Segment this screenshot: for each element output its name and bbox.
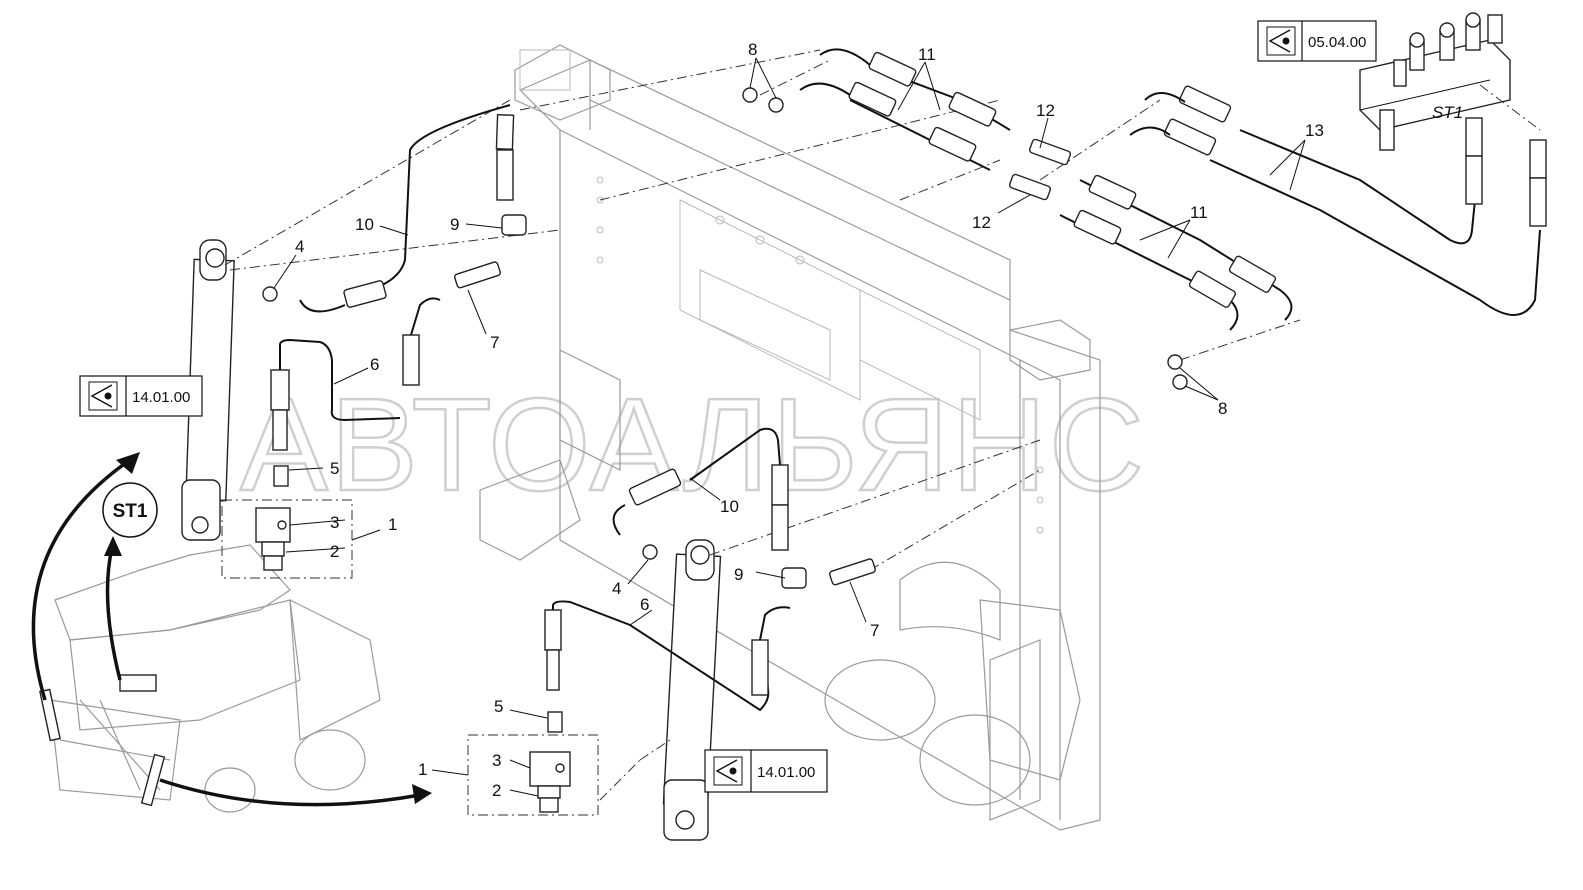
view-ref-14-01-00-left[interactable]: 14.01.00 — [79, 375, 203, 417]
label-9-upper: 9 — [450, 215, 459, 234]
label-3-lower: 3 — [492, 751, 501, 770]
eye-icon — [88, 381, 118, 411]
label-1-lower: 1 — [418, 760, 427, 779]
label-3-upper: 3 — [330, 513, 339, 532]
label-2-upper: 2 — [330, 542, 339, 561]
label-4-lower: 4 — [612, 579, 621, 598]
st1-detail-marker: ST1 — [102, 482, 158, 538]
label-11-lower: 11 — [1190, 203, 1208, 222]
label-2-lower: 2 — [492, 781, 501, 800]
label-6-upper: 6 — [370, 355, 379, 374]
label-5-upper: 5 — [330, 459, 339, 478]
fittings — [262, 87, 1188, 589]
cylinder-right — [662, 539, 722, 841]
svg-text:ST1: ST1 — [113, 501, 148, 522]
valve-assembly-lower — [467, 711, 599, 816]
view-ref-label: 14.01.00 — [757, 764, 815, 781]
label-1-upper: 1 — [388, 515, 397, 534]
label-7-lower: 7 — [870, 621, 879, 640]
svg-text:ST1: ST1 — [1432, 103, 1463, 122]
label-4-upper: 4 — [295, 237, 304, 256]
paver-thumbnail — [39, 544, 381, 813]
view-ref-label: 05.04.00 — [1308, 34, 1366, 51]
eye-icon — [1266, 26, 1296, 56]
label-9-lower: 9 — [734, 565, 743, 584]
cylinder-left — [181, 239, 235, 541]
label-13: 13 — [1305, 121, 1324, 140]
label-11-upper: 11 — [918, 45, 936, 64]
detail-arrows — [31, 452, 432, 807]
label-10-upper: 10 — [355, 215, 374, 234]
label-12-upper: 12 — [1036, 101, 1055, 120]
part-labels: 10 9 4 6 7 5 3 2 1 8 11 12 12 11 13 8 10… — [295, 40, 1324, 800]
label-8-upper: 8 — [748, 40, 757, 59]
eye-icon — [713, 756, 743, 786]
hoses — [270, 48, 1547, 712]
label-10-lower: 10 — [720, 497, 739, 516]
label-7-upper: 7 — [490, 333, 499, 352]
view-ref-label: 14.01.00 — [132, 389, 190, 406]
label-5-lower: 5 — [494, 697, 503, 716]
manifold-block: ST1 — [1359, 12, 1511, 151]
view-ref-05-04-00[interactable]: 05.04.00 — [1257, 20, 1377, 62]
watermark-text: АВТОАЛЬЯНС — [240, 371, 1146, 518]
label-6-lower: 6 — [640, 595, 649, 614]
main-frame — [479, 44, 1101, 831]
valve-assembly-left — [221, 465, 353, 579]
leader-lines — [273, 57, 1306, 797]
label-8-lower: 8 — [1218, 399, 1227, 418]
view-ref-14-01-00-lower[interactable]: 14.01.00 — [704, 749, 828, 793]
label-12-lower: 12 — [972, 213, 991, 232]
